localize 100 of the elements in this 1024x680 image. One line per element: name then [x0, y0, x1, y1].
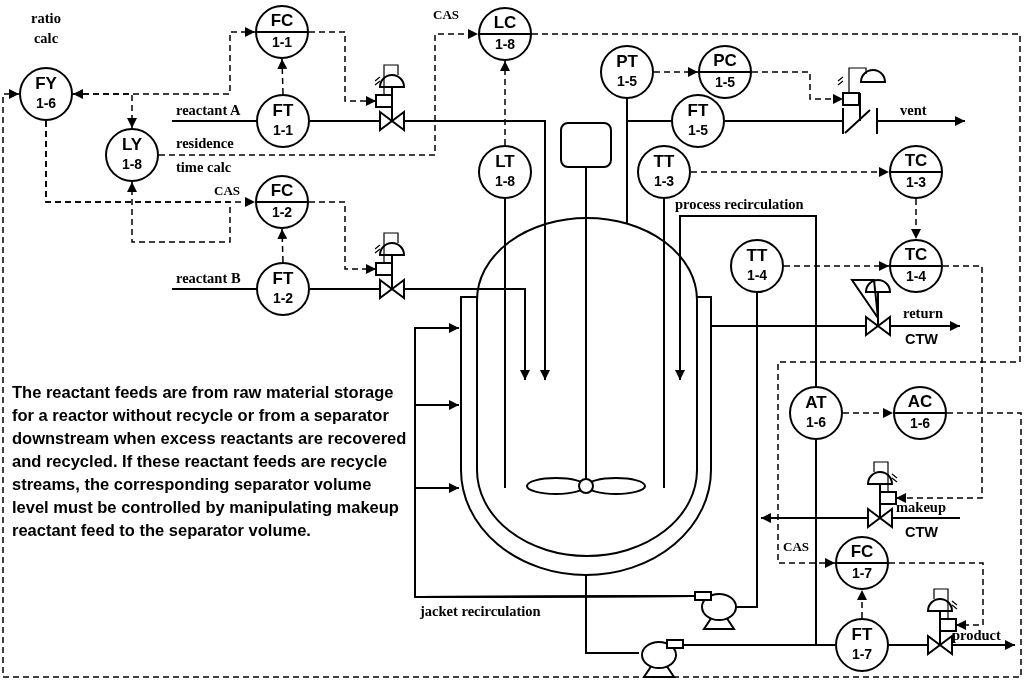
process-line — [403, 288, 530, 381]
loop-number: 1-7 — [850, 566, 874, 581]
instrument-tag: FC — [837, 543, 887, 561]
stream-label: reactant B — [176, 270, 241, 287]
signal-line — [751, 71, 844, 104]
signal-line — [45, 120, 231, 243]
instrument-bubble — [671, 94, 725, 148]
process-line — [891, 517, 961, 519]
loop-number: 1-4 — [745, 268, 769, 283]
stream-label: CTW — [905, 331, 938, 348]
signal-line — [531, 33, 1021, 568]
instrument-bubble — [730, 239, 784, 293]
signal-line — [842, 408, 894, 418]
note-paragraph: The reactant feeds are from raw material storage for a reactor without recycle or from a separator downstream when excess reactants are recovered and recycled. If these reactant feeds are recycle streams, the corresponding separator volume level must be controlled by manipulating makeup reactant feed to the separator volume. — [12, 382, 408, 541]
stream-label: CTW — [905, 524, 938, 541]
stream-label: jacket recirculation — [420, 603, 541, 620]
instrument-tag: PC — [700, 52, 750, 70]
loop-number: 1-2 — [270, 205, 294, 220]
instrument-tag: TC — [891, 152, 941, 170]
controller-bubble — [255, 175, 309, 229]
signal-line — [308, 201, 377, 274]
controller-bubble — [889, 145, 943, 199]
signal-line — [72, 93, 137, 129]
loop-number: 1-5 — [615, 74, 639, 89]
process-line — [504, 198, 506, 489]
signal-line — [277, 228, 288, 263]
process-line — [889, 321, 961, 331]
loop-number: 1-8 — [493, 37, 517, 52]
mode-label: CAS — [783, 538, 809, 555]
instrument-bubble — [478, 145, 532, 199]
controller-bubble — [698, 45, 752, 99]
instrument-tag: FT — [837, 626, 887, 644]
instrument-tag: FC — [257, 12, 307, 30]
loop-number: 1-3 — [904, 175, 928, 190]
loop-number: 1-8 — [493, 174, 517, 189]
process-line — [760, 513, 869, 523]
instrument-bubble — [835, 618, 889, 672]
loop-number: 1-6 — [34, 96, 58, 111]
instrument-tag: LC — [480, 14, 530, 32]
instrument-tag: TT — [732, 247, 782, 265]
control-valve-icon — [850, 278, 892, 337]
stream-label: product — [952, 627, 1001, 644]
instrument-bubble — [105, 128, 159, 182]
loop-number: 1-2 — [271, 291, 295, 306]
signal-line — [690, 167, 890, 177]
loop-number: 1-1 — [270, 35, 294, 50]
loop-number: 1-7 — [850, 647, 874, 662]
process-line — [171, 120, 257, 122]
process-line — [888, 644, 929, 646]
loop-number: 1-6 — [908, 416, 932, 431]
instrument-bubble — [637, 145, 691, 199]
stream-label: reactant A — [176, 102, 241, 119]
process-line — [626, 120, 672, 225]
process-line — [724, 120, 844, 122]
instrument-tag: FT — [258, 102, 308, 120]
loop-number: 1-6 — [804, 415, 828, 430]
process-line — [585, 574, 640, 654]
process-line — [309, 120, 381, 122]
instrument-bubble — [789, 386, 843, 440]
instrument-bubble — [256, 262, 310, 316]
controller-bubble — [889, 239, 943, 293]
controller-bubble — [835, 536, 889, 590]
signal-line — [277, 58, 288, 95]
loop-number: 1-4 — [904, 269, 928, 284]
instrument-tag: TC — [891, 246, 941, 264]
loop-number: 1-1 — [271, 123, 295, 138]
signal-line — [895, 265, 983, 503]
instrument-tag: FY — [21, 75, 71, 93]
jacketed-reactor-vessel — [459, 216, 713, 577]
process-line — [675, 215, 817, 387]
instrument-tag: AT — [791, 394, 841, 412]
mode-label: CAS — [433, 6, 459, 23]
signal-line — [158, 29, 479, 156]
loop-number: 1-5 — [686, 123, 710, 138]
instrument-bubble — [600, 45, 654, 99]
signal-line — [783, 261, 890, 271]
signal-line — [888, 562, 984, 630]
mode-label: CAS — [214, 182, 240, 199]
process-line — [309, 288, 381, 290]
instrument-tag: PT — [602, 53, 652, 71]
function-note: residence time calc — [176, 134, 235, 177]
process-line — [682, 439, 817, 646]
instrument-tag: FT — [258, 270, 308, 288]
instrument-tag: TT — [639, 153, 689, 171]
instrument-tag: FT — [673, 102, 723, 120]
loop-number: 1-5 — [713, 75, 737, 90]
instrument-tag: LY — [107, 136, 157, 154]
stream-label: return — [903, 305, 943, 322]
process-line — [951, 640, 1016, 650]
instrument-bubble — [256, 94, 310, 148]
signal-line — [308, 31, 377, 106]
stream-label: vent — [900, 102, 927, 119]
signal-line — [500, 60, 510, 146]
signal-line — [2, 89, 1022, 678]
instrument-tag: LT — [480, 153, 530, 171]
signal-line — [911, 198, 921, 240]
stream-label: process recirculation — [675, 196, 804, 213]
process-line — [585, 167, 587, 219]
controller-bubble — [478, 7, 532, 61]
process-line — [710, 325, 867, 327]
